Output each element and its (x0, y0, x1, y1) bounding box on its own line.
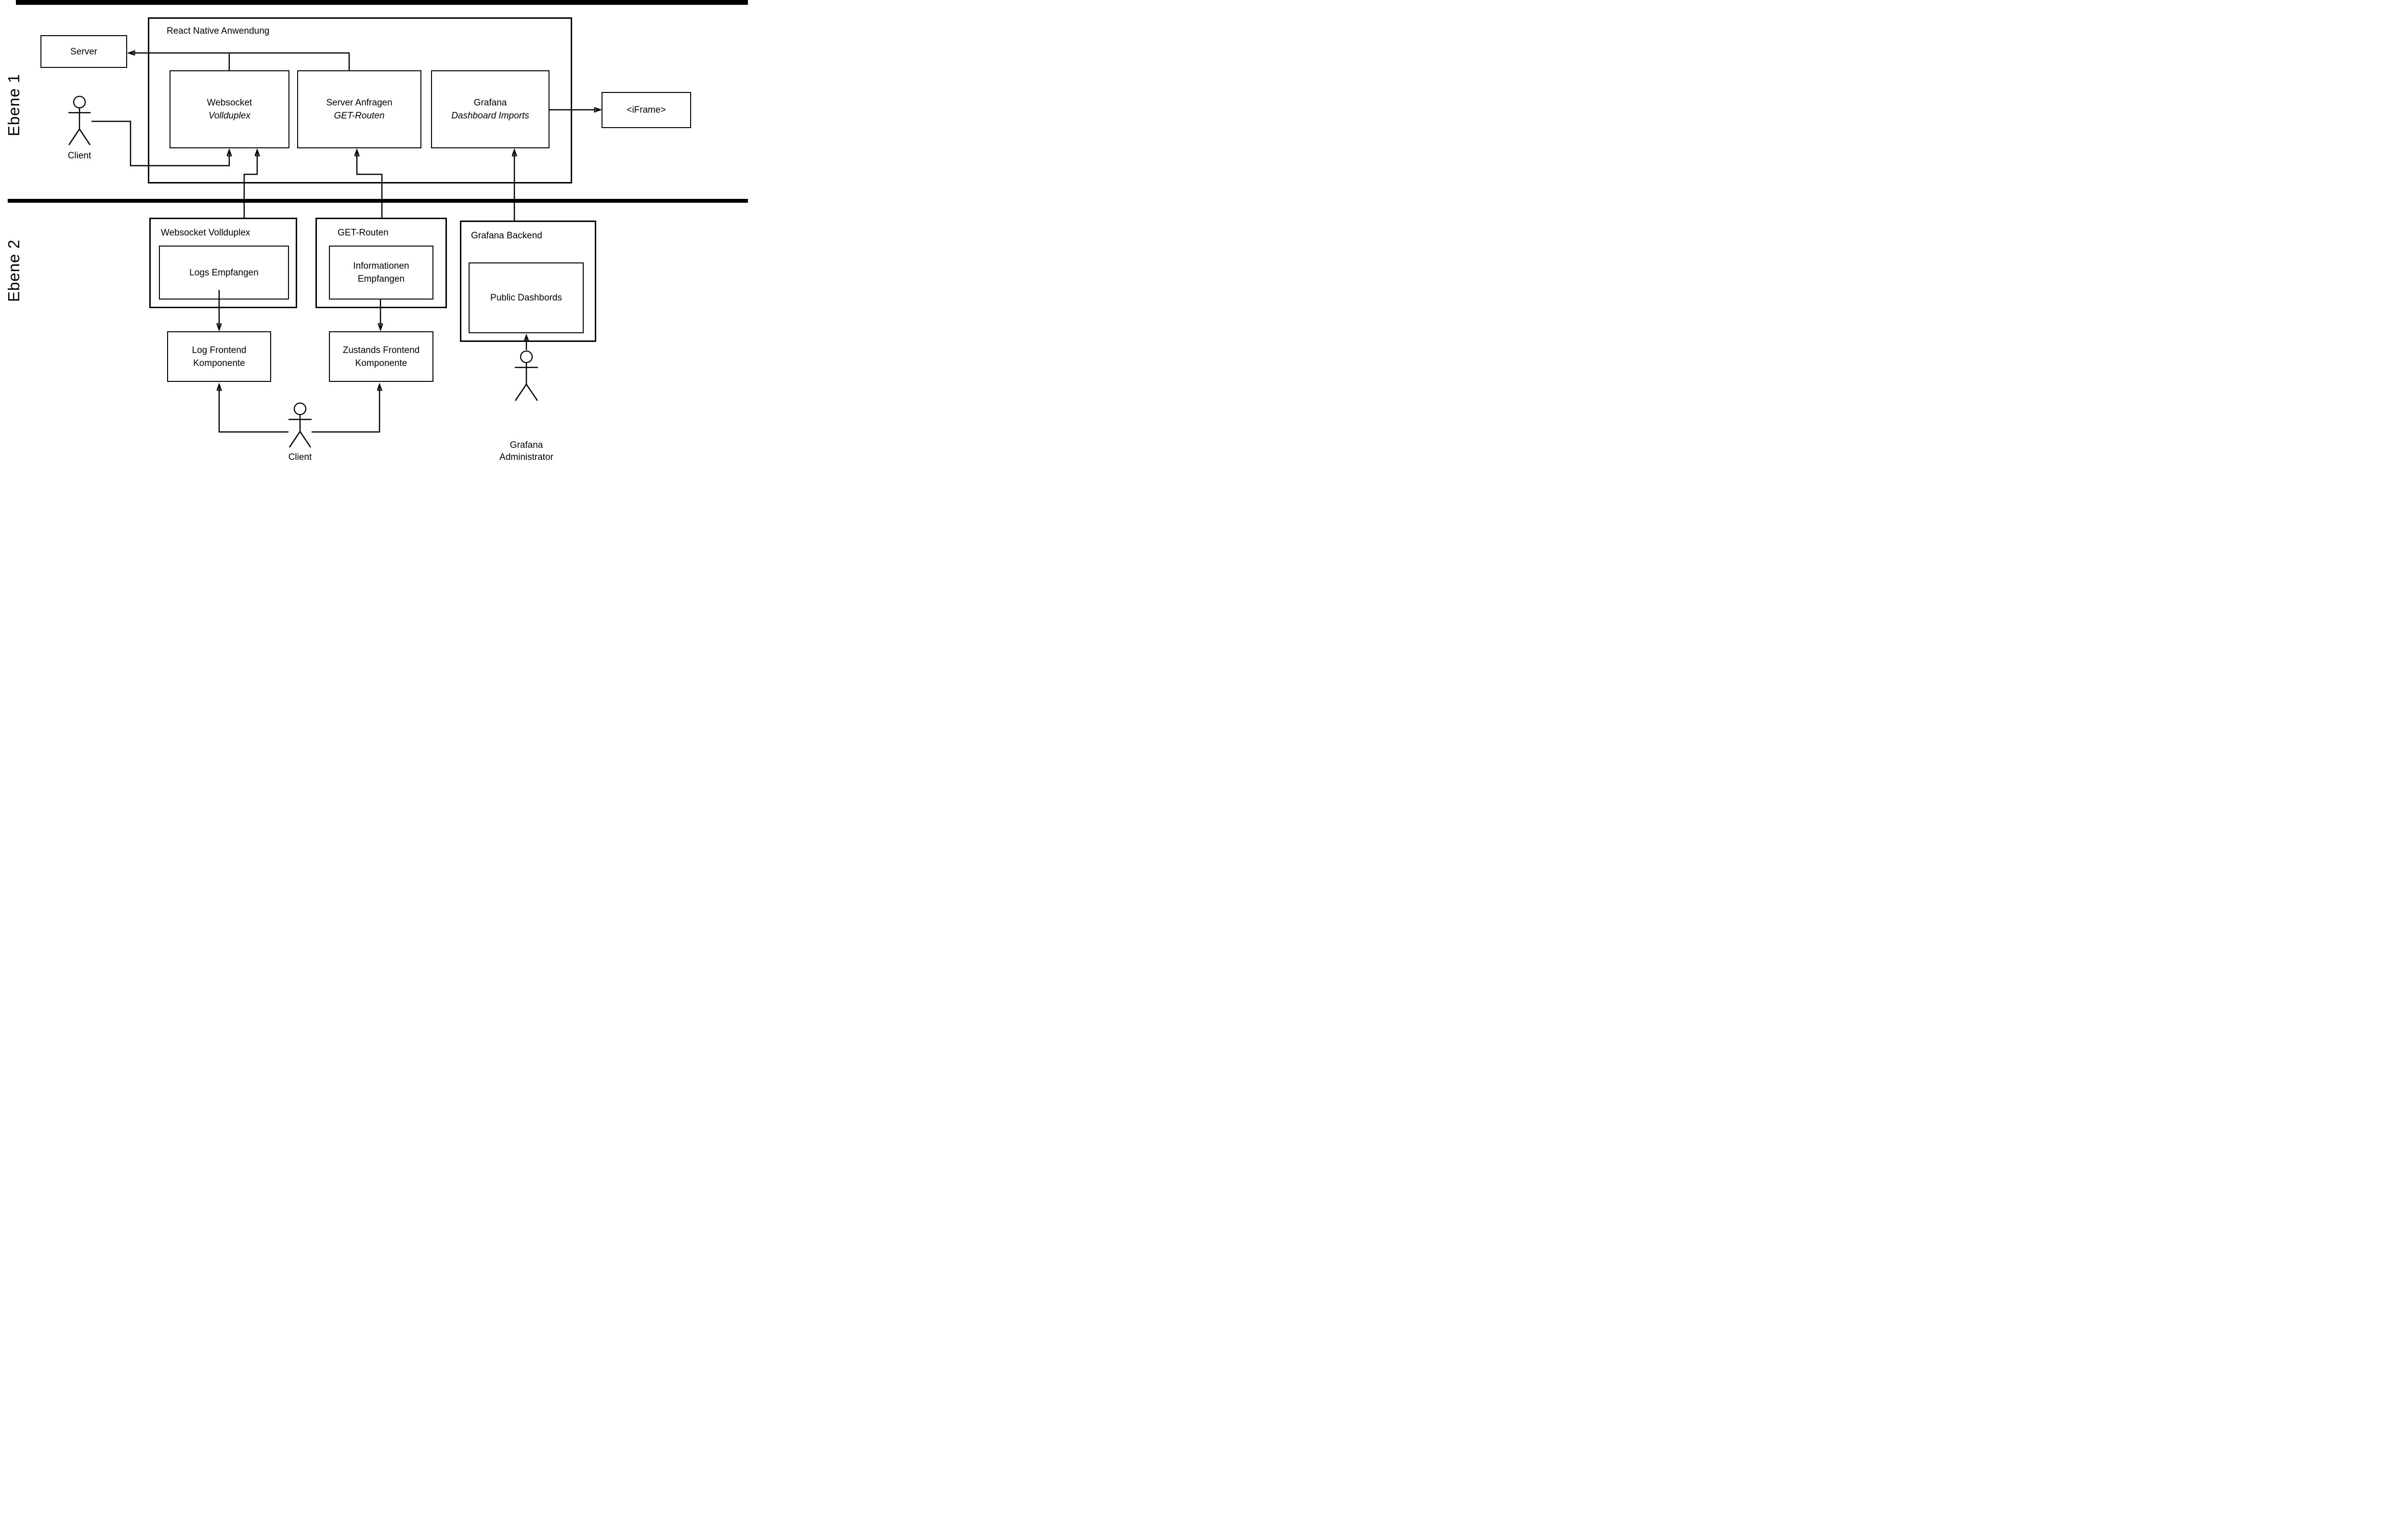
server-anfragen-node-line2: GET-Routen (334, 111, 385, 121)
server-anfragen-node-line1: Server Anfragen (326, 98, 393, 108)
client-ebene2-actor-icon (288, 402, 312, 448)
grafana-node-line1: Grafana (473, 98, 507, 108)
lane-label-ebene-1: Ebene 1 (5, 74, 23, 136)
iframe-node-label: <iFrame> (627, 105, 666, 115)
server-anfragen-node: Server Anfragen GET-Routen (297, 70, 421, 148)
informationen-empfangen-line2: Empfangen (357, 274, 405, 284)
grafana-administrator-actor-icon (514, 350, 538, 401)
client-ebene1-label: Client (67, 151, 92, 161)
grafana-admin-label-line2: Administrator (499, 452, 553, 462)
get-routen-group-label: GET-Routen (338, 228, 389, 238)
client-ebene2-label: Client (288, 452, 312, 462)
server-node: Server (40, 35, 127, 68)
public-dashbords-node-label: Public Dashbords (490, 293, 562, 303)
logs-empfangen-node: Logs Empfangen (159, 246, 289, 300)
zustands-frontend-node: Zustands Frontend Komponente (329, 331, 433, 382)
grafana-admin-label: Grafana Administrator (488, 439, 565, 462)
zustands-frontend-node-line2: Komponente (355, 358, 407, 368)
lane-label-ebene-2: Ebene 2 (5, 239, 23, 302)
log-frontend-node-line1: Log Frontend (192, 345, 247, 355)
grafana-node-line2: Dashboard Imports (451, 111, 529, 121)
websocket-vollduplex-group-label: Websocket Vollduplex (161, 228, 250, 238)
websocket-node-line2: Vollduplex (209, 111, 250, 121)
informationen-empfangen-line1: Informationen (353, 261, 409, 271)
zustands-frontend-node-line1: Zustands Frontend (342, 345, 420, 355)
top-border-bar (16, 0, 748, 5)
client-ebene1-actor-icon (68, 95, 91, 145)
informationen-empfangen-node: Informationen Empfangen (329, 246, 433, 300)
client2-to-zustands-arrow (312, 385, 380, 433)
grafana-node: Grafana Dashboard Imports (431, 70, 550, 148)
lane-divider-bar (8, 199, 748, 203)
logs-empfangen-node-label: Logs Empfangen (189, 267, 259, 278)
client2-to-log-frontend-arrow (219, 385, 288, 433)
server-node-label: Server (70, 46, 97, 57)
iframe-node: <iFrame> (602, 92, 691, 128)
websocket-node-line1: Websocket (207, 98, 252, 108)
react-native-container-label: React Native Anwendung (167, 26, 270, 36)
diagram-canvas: Ebene 1 Ebene 2 React Native Anwendung S… (0, 0, 748, 462)
log-frontend-node-line2: Komponente (193, 358, 245, 368)
public-dashbords-node: Public Dashbords (469, 262, 584, 333)
log-frontend-node: Log Frontend Komponente (167, 331, 271, 382)
websocket-node: Websocket Vollduplex (170, 70, 289, 148)
grafana-admin-label-line1: Grafana (510, 440, 543, 450)
grafana-backend-group-label: Grafana Backend (471, 231, 542, 241)
